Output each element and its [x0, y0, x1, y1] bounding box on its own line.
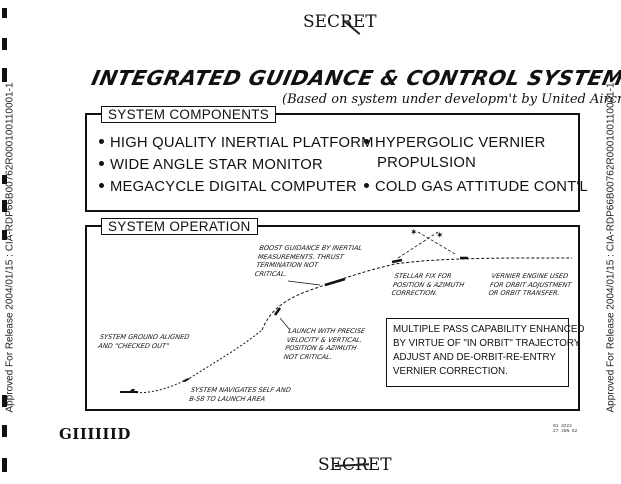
edge-mark [2, 458, 7, 472]
classification-top: SECRET [303, 12, 377, 32]
note-stellar-fix: STELLAR FIX FOR POSITION & AZIMUTH CORRE… [390, 272, 465, 297]
star-sight-line [397, 231, 439, 259]
boost-segment [324, 277, 346, 287]
stellar-fix-segment [391, 258, 403, 264]
multipass-callout: MULTIPLE PASS CAPABILITY ENHANCED BY VIR… [386, 318, 584, 387]
components-panel [85, 113, 580, 212]
component-text: COLD GAS ATTITUDE CONT'L [375, 179, 588, 195]
edge-mark [2, 8, 7, 18]
launch-segment [273, 307, 282, 316]
component-item: WIDE ANGLE STAR MONITOR [99, 157, 323, 173]
document-code: 01 3222 27 JUN 62 [553, 424, 578, 434]
bullet-icon [364, 138, 369, 144]
edge-mark [2, 38, 7, 50]
star-sight-line [417, 231, 456, 255]
component-text-continued: PROPULSION [377, 155, 477, 171]
component-text: MEGACYCLE DIGITAL COMPUTER [110, 179, 357, 195]
note-launch: LAUNCH WITH PRECISE VELOCITY & VERTICAL.… [283, 327, 366, 361]
component-text: WIDE ANGLE STAR MONITOR [110, 157, 323, 173]
bullet-icon [99, 160, 104, 166]
bullet-icon [364, 182, 369, 188]
component-item: COLD GAS ATTITUDE CONT'L [364, 179, 588, 195]
edge-mark [2, 175, 7, 184]
edge-mark [2, 425, 7, 437]
aircraft-icon [128, 389, 135, 393]
note-navigates: SYSTEM NAVIGATES SELF AND B-58 TO LAUNCH… [188, 386, 292, 403]
flight-path-dotted [127, 329, 263, 394]
bullet-icon [99, 138, 104, 144]
component-text: HIGH QUALITY INERTIAL PLATFORM [110, 135, 374, 151]
operation-label: SYSTEM OPERATION [101, 218, 258, 235]
page-subtitle: (Based on system under developm't by Uni… [282, 92, 621, 107]
note-ground-aligned: SYSTEM GROUND ALIGNED AND "CHECKED OUT" [97, 333, 191, 350]
edge-mark [2, 200, 7, 212]
note-vernier-engine: VERNIER ENGINE USED FOR ORBIT ADJUSTMENT… [487, 272, 573, 297]
bullet-icon [99, 182, 104, 188]
components-label: SYSTEM COMPONENTS [101, 106, 277, 123]
leader-line [287, 280, 321, 286]
company-logo: GIIIIIID [59, 425, 131, 443]
aircraft-icon [182, 378, 190, 382]
component-item: HIGH QUALITY INERTIAL PLATFORM [99, 135, 374, 151]
edge-mark [2, 68, 7, 82]
operation-panel [85, 225, 580, 411]
leader-line [279, 317, 291, 331]
star-icon: ✶ [436, 231, 444, 241]
component-text: HYPERGOLIC VERNIER [375, 135, 546, 151]
component-item: MEGACYCLE DIGITAL COMPUTER [99, 179, 357, 195]
component-item: HYPERGOLIC VERNIER [364, 135, 546, 151]
star-icon: ✶ [410, 228, 418, 238]
edge-mark [2, 395, 7, 407]
note-boost-guidance: BOOST GUIDANCE BY INERTIAL MEASUREMENTS.… [254, 244, 363, 278]
edge-mark [2, 230, 7, 240]
